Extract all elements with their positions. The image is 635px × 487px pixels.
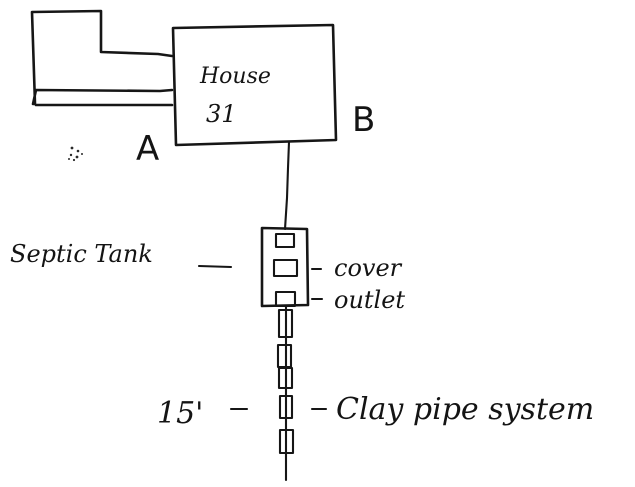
pipe-length-label: 15' [157,396,203,431]
smudge-marks [68,146,83,162]
tank-cover-box [272,258,299,278]
septic-tank-outline [260,226,310,308]
pipe-segment [276,343,293,369]
pipe-segment [278,394,294,420]
tank-inlet-box [274,232,296,249]
tank-outlet-box [274,290,297,308]
house-outline [171,23,338,147]
house-to-tank-line [283,140,291,231]
septic-tank-label: Septic Tank [10,240,153,268]
clay-pipe-segments [276,308,295,455]
point-b-label: B [352,100,375,140]
cover-label: cover [334,254,403,282]
septic-tank-leader [197,264,233,269]
house-label: House [199,64,271,89]
pipe-segment [277,308,294,339]
outlet-label: outlet [334,286,405,314]
point-a-label: A [136,129,159,169]
adjacent-building-outline [30,9,174,107]
pipe-segment [278,428,295,455]
pipe-segment [277,366,294,390]
house-number-label: 31 [206,100,237,128]
clay-pipe-label: Clay pipe system [336,392,594,427]
